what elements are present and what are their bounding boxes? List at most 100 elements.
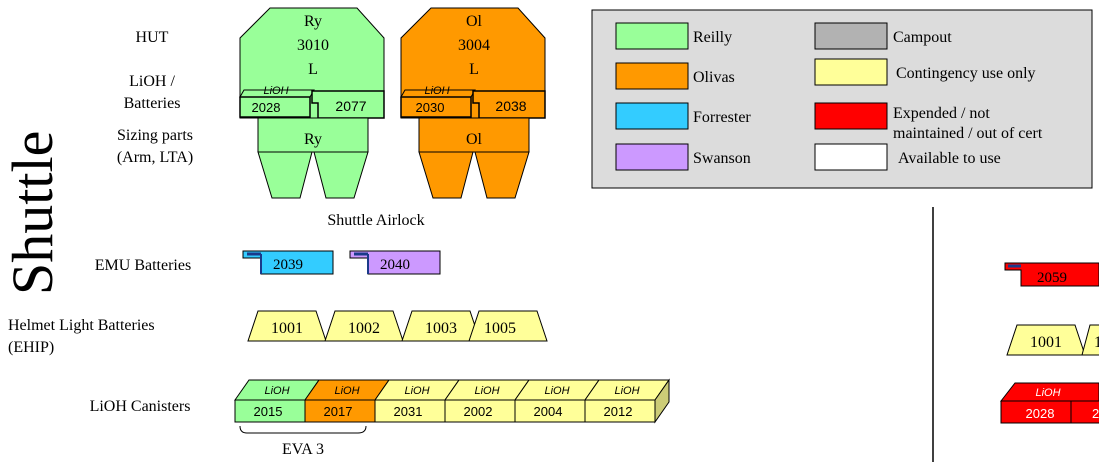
helmet-battery-id: 1001: [271, 320, 303, 337]
helmet-battery-id: 1005: [484, 320, 516, 337]
lioh-canister-id: 2015: [254, 404, 283, 419]
legend: Reilly Olivas Forrester Swanson Campout …: [591, 9, 1093, 189]
right-emu-battery: [1004, 262, 1099, 287]
legend-item-contingency: Contingency use only: [814, 58, 1036, 86]
emu-battery-2039: 2039: [242, 250, 334, 275]
lioh-canister-2031: LiOH 2031: [374, 379, 460, 423]
lioh-canister-id: 2012: [604, 404, 633, 419]
legend-label: Available to use: [898, 150, 1001, 167]
leg-left: [418, 151, 474, 199]
legend-item-swanson: Swanson: [615, 143, 751, 171]
row-labels: HUT LiOH / Batteries Sizing parts (Arm, …: [90, 29, 194, 415]
eva-bracket-label: EVA 3: [282, 441, 324, 458]
legend-swatch: [615, 143, 689, 171]
legend-label: Contingency use only: [896, 65, 1036, 82]
legend-label-line1: Expended / not: [893, 105, 990, 122]
lioh-canister-id: 2002: [464, 404, 493, 419]
battery-left: [400, 96, 472, 118]
right-lioh-id: 2028: [1026, 406, 1055, 421]
hut-size: L: [469, 61, 479, 78]
helmet-battery-id: 1002: [348, 320, 380, 337]
legend-label: Campout: [893, 29, 952, 46]
label-lioh-canisters: LiOH Canisters: [90, 398, 191, 415]
lioh-canister-id: 2031: [394, 404, 423, 419]
legend-swatch: [814, 22, 888, 50]
legend-swatch: [615, 22, 689, 50]
label-lioh-line1: LiOH /: [129, 73, 175, 90]
leg-right: [313, 151, 369, 199]
lioh-canister-tag: LiOH: [264, 385, 289, 397]
sizing-part: [418, 117, 530, 153]
lioh-canister-id: 2004: [534, 404, 563, 419]
hut-size: L: [308, 61, 318, 78]
battery-left-id: 2028: [252, 100, 281, 115]
lioh-canister-2004: LiOH 2004: [514, 379, 600, 423]
emu-battery-id: 2040: [380, 257, 410, 273]
airlock-caption: Shuttle Airlock: [327, 212, 424, 229]
legend-item-reilly: Reilly: [615, 22, 732, 50]
legend-label: Reilly: [693, 29, 732, 46]
battery-right-id: 2038: [495, 98, 526, 114]
right-lioh-tag: LiOH: [1035, 387, 1060, 399]
helmet-battery-1005: [468, 310, 548, 342]
lioh-canister-tag: LiOH: [334, 385, 359, 397]
hut-owner: Ry: [304, 13, 322, 30]
label-sizing-line2: (Arm, LTA): [117, 149, 193, 166]
lioh-canister-tag: LiOH: [614, 385, 639, 397]
emu-battery-id: 2039: [273, 257, 303, 273]
right-lioh-id: 2: [1092, 406, 1099, 421]
right-helmet-id: 1001: [1030, 334, 1062, 351]
lioh-canister-tag: LiOH: [474, 385, 499, 397]
legend-item-olivas: Olivas: [615, 62, 735, 90]
sizing-label: Ol: [466, 131, 483, 148]
battery-right-id: 2077: [335, 98, 366, 114]
suit-ry: Ry 3010 L LiOH 2028 2077 Ry: [239, 7, 385, 199]
right-panel: 2059 1001 1 LiOH 2028 2: [999, 262, 1099, 424]
sizing-part: [257, 117, 369, 153]
legend-swatch: [814, 143, 888, 171]
label-lioh-line2: Batteries: [124, 95, 181, 112]
legend-swatch: [814, 58, 888, 86]
legend-label: Olivas: [693, 69, 735, 86]
lioh-canister-tag: LiOH: [404, 385, 429, 397]
helmet-light-batteries: [247, 310, 548, 342]
battery-lioh-tag: LiOH: [263, 85, 288, 97]
battery-lioh-tag: LiOH: [424, 85, 449, 97]
label-helmet-line2: (EHIP): [8, 339, 54, 356]
right-lioh-canister: [1070, 400, 1099, 424]
eva-bracket: [239, 425, 367, 434]
legend-label: Forrester: [693, 109, 751, 126]
lioh-canister-tag: LiOH: [544, 385, 569, 397]
side-title: Shuttle: [0, 131, 65, 295]
sizing-label: Ry: [304, 131, 322, 148]
legend-swatch: [615, 102, 689, 130]
hut-number: 3004: [458, 37, 490, 54]
hut-owner: Ol: [466, 13, 483, 30]
label-emu-batteries: EMU Batteries: [95, 257, 191, 274]
legend-swatch: [814, 102, 888, 130]
right-emu-battery-id: 2059: [1037, 270, 1067, 286]
lioh-row-end-face: [654, 378, 670, 424]
legend-label-line2: maintained / out of cert: [893, 125, 1043, 142]
right-helmet-id: 1: [1094, 334, 1099, 351]
suit-ol: Ol 3004 L LiOH 2030 2038 Ol: [400, 7, 546, 199]
leg-right: [474, 151, 530, 199]
helmet-battery-id: 1003: [425, 320, 457, 337]
emu-battery-2040: 2040: [349, 250, 441, 275]
label-helmet-line1: Helmet Light Batteries: [8, 317, 155, 334]
label-hut: HUT: [136, 29, 169, 46]
right-helmet-battery: [1081, 324, 1099, 356]
label-sizing-line1: Sizing parts: [117, 127, 193, 144]
lioh-canister-2015: LiOH 2015: [234, 379, 320, 423]
legend-item-available: Available to use: [814, 143, 1001, 171]
legend-item-expended: Expended / not maintained / out of cert: [814, 102, 1043, 142]
legend-swatch: [615, 62, 689, 90]
battery-left: [239, 96, 311, 118]
battery-left-id: 2030: [416, 100, 445, 115]
lioh-canister-id: 2017: [324, 404, 353, 419]
lioh-canister-2017: LiOH 2017: [304, 379, 390, 423]
legend-item-forrester: Forrester: [615, 102, 751, 130]
legend-label: Swanson: [693, 150, 751, 167]
leg-left: [257, 151, 313, 199]
